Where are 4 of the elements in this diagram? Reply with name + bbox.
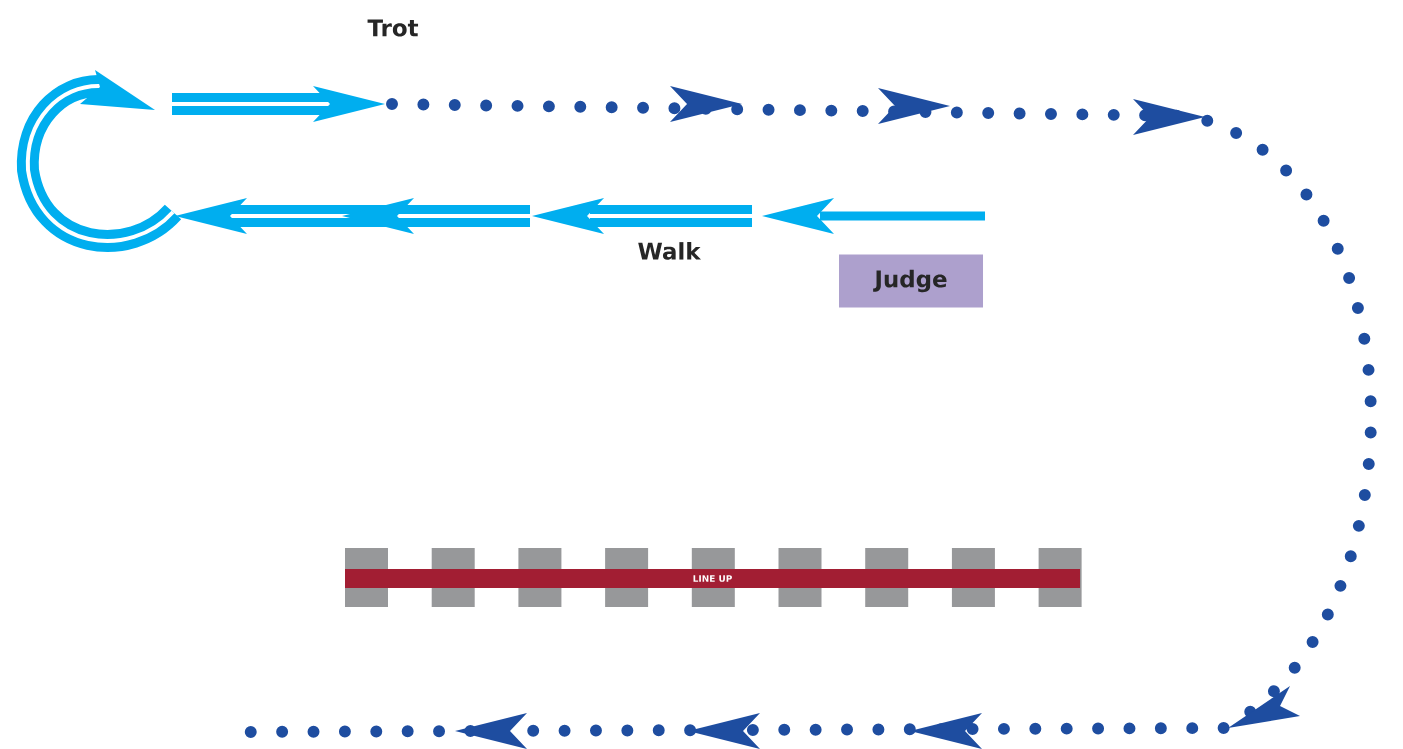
- judge-box: Judge: [839, 254, 983, 308]
- path-label: Walk: [638, 242, 701, 260]
- path-label: Trot: [367, 19, 419, 37]
- line-up-bar: LINE UP: [345, 569, 1080, 588]
